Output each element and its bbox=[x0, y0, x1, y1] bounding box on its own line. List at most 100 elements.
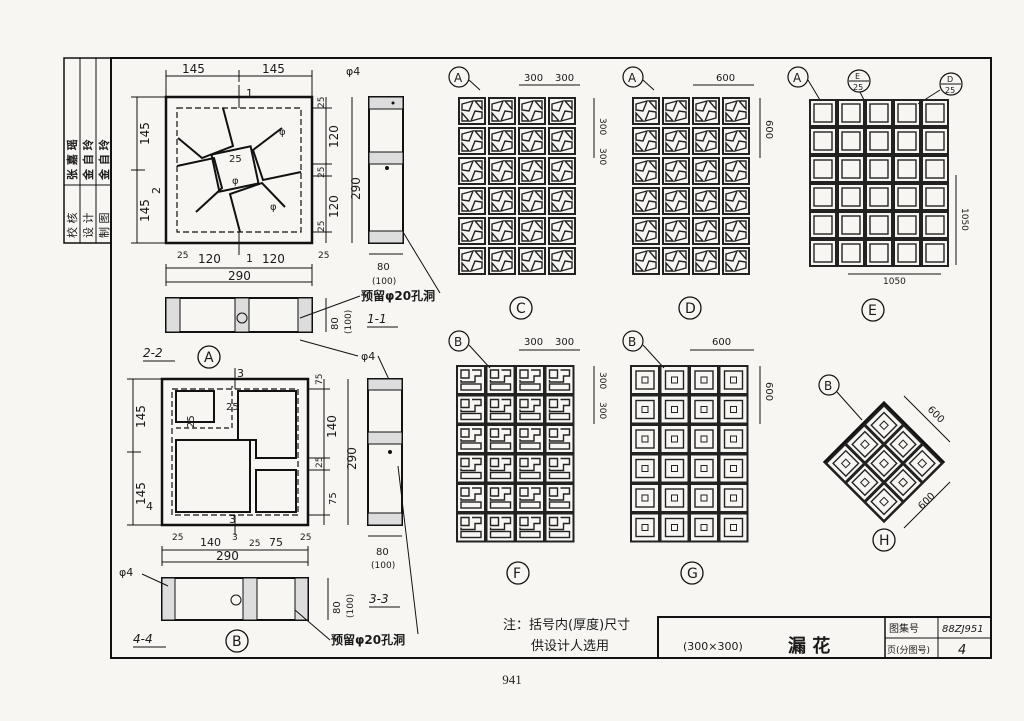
lattice-cell bbox=[485, 512, 516, 543]
role-label: 校 核 bbox=[65, 213, 79, 239]
section-mark: 2 bbox=[150, 187, 163, 194]
note-line-1: 注：括号内(厚度)尺寸 bbox=[503, 617, 630, 633]
edge-dim: (100) bbox=[372, 277, 396, 287]
block-b-plan bbox=[160, 368, 310, 535]
dim-top: 300 bbox=[555, 337, 574, 348]
dim-left: 145 bbox=[134, 405, 148, 428]
lattice-cell bbox=[893, 211, 921, 239]
lattice-cell bbox=[662, 97, 690, 125]
dim-right: 25 bbox=[317, 167, 327, 178]
block-size: (300×300) bbox=[683, 640, 743, 653]
lattice-cell bbox=[837, 239, 865, 267]
rebar-label: φ4 bbox=[119, 566, 133, 579]
lattice-cell bbox=[518, 217, 546, 245]
ref-tag: A bbox=[793, 71, 802, 85]
lattice-cell bbox=[689, 394, 719, 425]
ref-tag: B bbox=[628, 335, 636, 349]
dim-bottom: 25 bbox=[300, 533, 311, 543]
section-mark: 3 bbox=[229, 513, 236, 526]
page-value: 4 bbox=[958, 643, 966, 658]
dim-total: 290 bbox=[228, 269, 251, 283]
lattice-cell bbox=[518, 157, 546, 185]
dim-right: 25 bbox=[317, 221, 327, 232]
lattice-cell bbox=[544, 424, 575, 454]
drawing-sheet: 校 核 设 计 制 图 张 嘉 瑶 金 自 玲 金 自 玲 145 145 1 … bbox=[63, 57, 992, 659]
dim-right-total: 290 bbox=[349, 177, 363, 200]
pattern-f: B 300 300 300 300 F bbox=[448, 330, 607, 585]
dim-side: 600 bbox=[763, 382, 774, 401]
dim-top: 145 bbox=[182, 62, 205, 76]
dim-bottom: 3 bbox=[232, 533, 238, 543]
lattice-cell bbox=[662, 187, 690, 215]
ref-tag: A bbox=[454, 71, 463, 85]
dim-right: 140 bbox=[325, 415, 339, 438]
dim-left: 145 bbox=[134, 482, 148, 505]
lattice-cell bbox=[882, 461, 924, 504]
lattice-cell bbox=[718, 365, 749, 395]
lattice-cell bbox=[515, 424, 545, 454]
lattice-cell bbox=[882, 423, 924, 466]
dim-top: 300 bbox=[524, 337, 543, 348]
lattice-cell bbox=[485, 483, 516, 513]
tag-a-label: A bbox=[204, 350, 214, 366]
lattice-cell bbox=[689, 483, 719, 513]
lattice-cell bbox=[630, 394, 660, 425]
lattice-cell bbox=[722, 217, 750, 245]
pattern-d: A 600 600 D bbox=[622, 66, 774, 320]
lattice-cell bbox=[458, 187, 486, 215]
dim-right: 75 bbox=[328, 492, 339, 505]
section-mark: 1 bbox=[246, 252, 253, 265]
lattice-cell bbox=[632, 157, 660, 185]
lattice-cell bbox=[722, 127, 750, 155]
section-label: 1-1 bbox=[367, 312, 387, 326]
lattice-cell bbox=[488, 157, 516, 185]
rebar-label: φ bbox=[232, 176, 239, 187]
dim-side: 600 bbox=[925, 404, 946, 425]
ref-tag: B bbox=[454, 335, 462, 349]
lattice-cell bbox=[837, 155, 865, 183]
lattice-cell bbox=[630, 483, 660, 513]
dim-side: 300 bbox=[597, 402, 607, 419]
block-b-section-3-3: 80 (100) 3-3 bbox=[367, 378, 403, 608]
lattice-cell bbox=[456, 394, 486, 425]
lattice-cell bbox=[865, 211, 893, 239]
note-line-2: 供设计人选用 bbox=[531, 639, 609, 654]
lattice-cell bbox=[456, 512, 486, 543]
lattice-cell bbox=[689, 365, 719, 395]
page-number: 941 bbox=[502, 672, 522, 687]
f-grid bbox=[456, 365, 575, 543]
edge-dim: 80 bbox=[330, 317, 341, 330]
edge-dim: (100) bbox=[344, 310, 354, 334]
lattice-cell bbox=[548, 127, 576, 155]
lattice-cell bbox=[809, 183, 837, 211]
lattice-cell bbox=[692, 157, 720, 185]
lattice-cell bbox=[488, 187, 516, 215]
lattice-cell bbox=[901, 442, 943, 485]
lattice-cell bbox=[692, 217, 720, 245]
lattice-cell bbox=[809, 99, 837, 127]
tag-e-label: E bbox=[868, 303, 877, 319]
tag-a bbox=[197, 345, 221, 369]
lattice-cell bbox=[485, 424, 516, 454]
lattice-cell bbox=[893, 127, 921, 155]
block-b-dimensions: 3 3 25 25 145 145 4 75 140 25 75 290 25 … bbox=[127, 367, 359, 566]
rebar-note: φ4 bbox=[361, 350, 375, 363]
lattice-cell bbox=[488, 247, 516, 275]
outer-frame bbox=[110, 57, 992, 659]
tag-d-label: D bbox=[685, 301, 696, 317]
lattice-cell bbox=[458, 157, 486, 185]
lattice-cell bbox=[548, 187, 576, 215]
dim-bottom: 120 bbox=[262, 252, 285, 266]
ref-tag: B bbox=[824, 379, 832, 393]
lattice-cell bbox=[692, 187, 720, 215]
lattice-cell bbox=[632, 187, 660, 215]
dim-bottom-small: 25 bbox=[318, 251, 329, 261]
lattice-cell bbox=[518, 127, 546, 155]
atlas-label: 图集号 bbox=[889, 622, 919, 635]
signature: 金 自 玲 bbox=[97, 138, 111, 181]
section-mark: 1 bbox=[246, 87, 253, 100]
lattice-cell bbox=[544, 453, 575, 484]
lattice-cell bbox=[865, 99, 893, 127]
tag-g-label: G bbox=[687, 566, 698, 582]
lattice-cell bbox=[921, 127, 949, 155]
